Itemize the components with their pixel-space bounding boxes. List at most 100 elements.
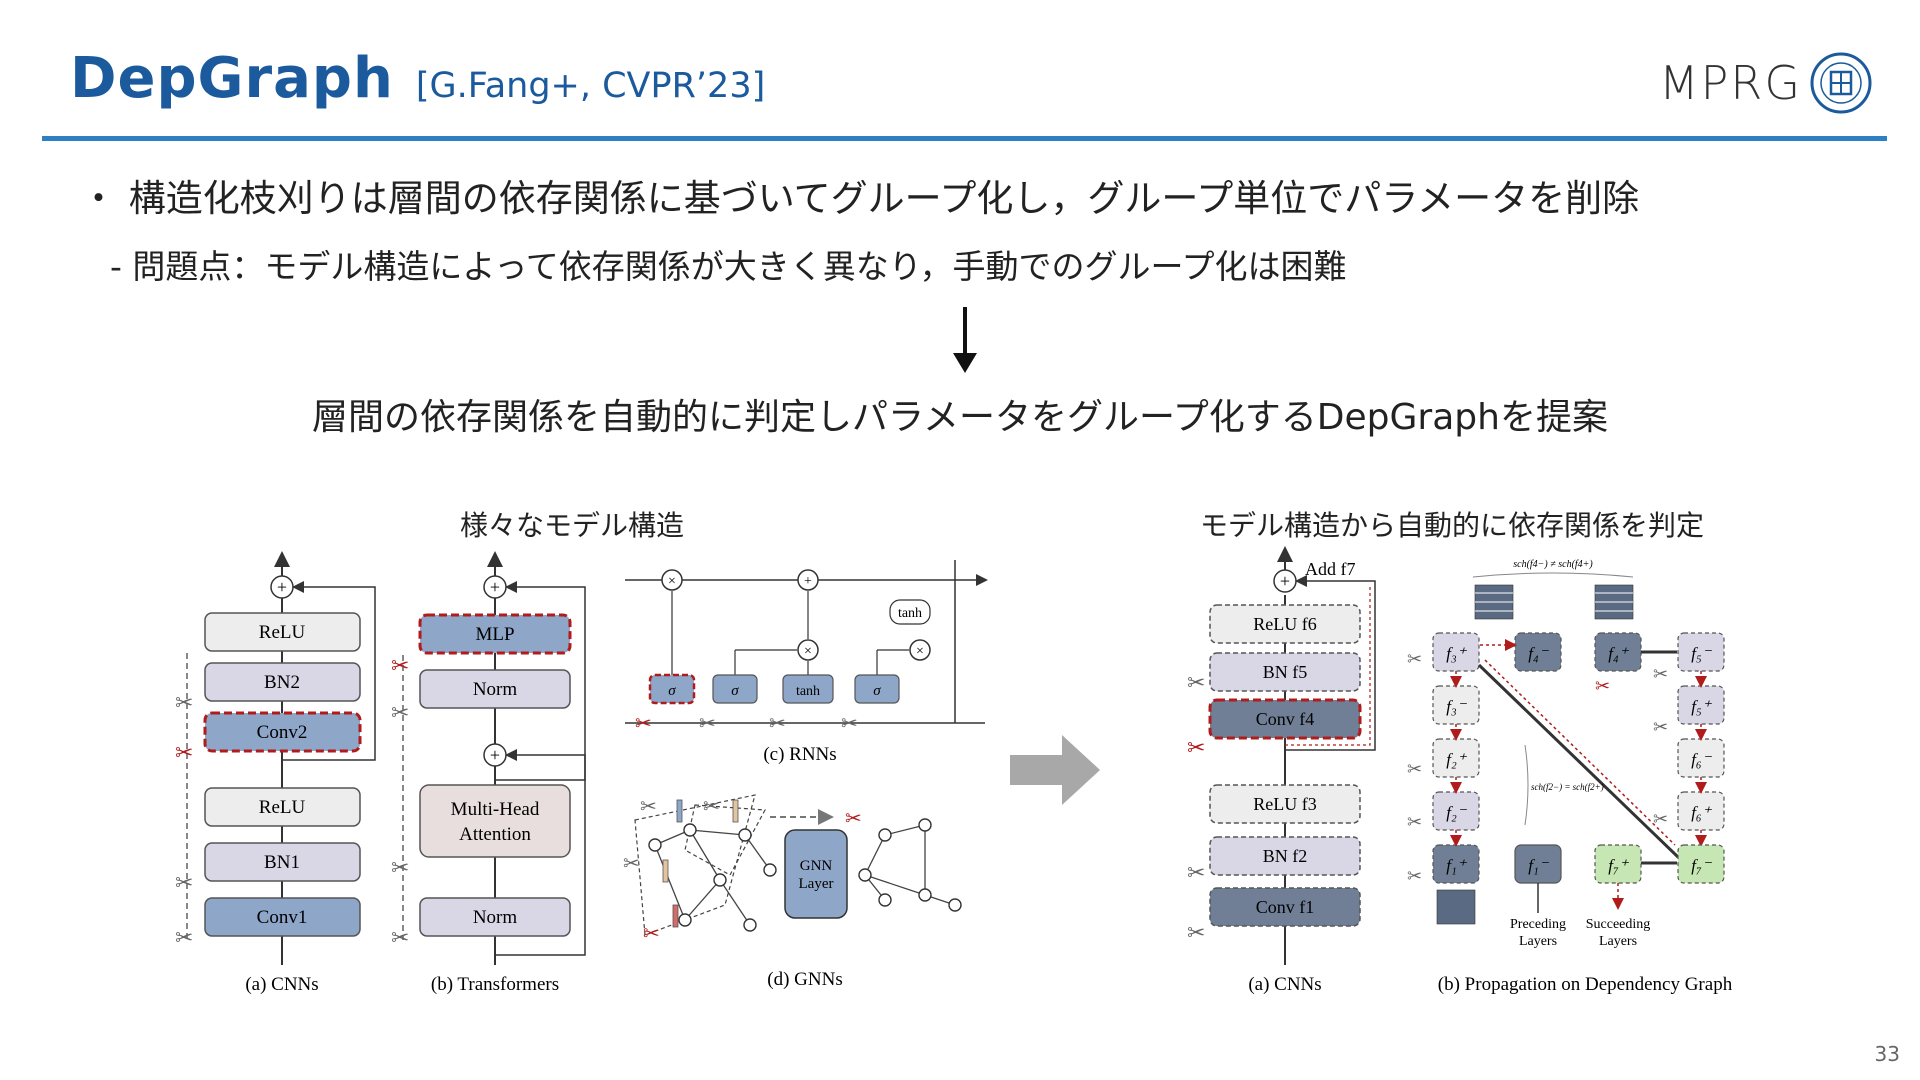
dep-block-label: BN f2 [1263,846,1308,866]
svg-text:f₁⁺: f₁⁺ [1446,856,1468,875]
dep-block-label: BN f5 [1263,662,1308,682]
svg-text:f₂⁺: f₂⁺ [1446,750,1468,769]
dep-bn2-block [1209,836,1361,876]
svg-text:f₆⁺: f₆⁺ [1691,803,1713,822]
transformer-diagram: + + MLP Norm Multi-Head Attention Norm ✂… [391,551,586,995]
transformer-norm1-label: Norm [473,907,518,928]
cnn-relu1-block [204,787,361,827]
mprg-logo: MPRG [1659,52,1872,114]
svg-text:+: + [490,745,500,765]
weight-matrix-icon [1436,889,1476,925]
dep-block-label: Conv f1 [1256,897,1315,917]
graph-node-f2plus: f₂⁺ [1432,738,1480,778]
scissors-icon: ✂ [175,870,193,895]
transformer-norm2-label: Norm [473,679,518,700]
right-figure: + Add f7 ReLU f6 BN f5 Conv f4 ReLU f3 B… [1175,545,1765,1009]
svg-text:f₄⁻: f₄⁻ [1528,644,1550,663]
dep-relu6-block [1209,604,1361,644]
bullet-sub: - 問題点：モデル構造によって依存関係が大きく異なり，手動でのグループ化は困難 [110,247,1347,286]
graph-node-f6minus: f₆⁻ [1677,738,1725,778]
multiply-node-icon [661,569,683,591]
legend-preceding: Preceding [1510,917,1566,932]
cnn-bn2-block [204,662,361,702]
scissors-icon: ✂ [1653,717,1668,737]
page-number: 33 [1874,1042,1900,1066]
svg-text:+: + [804,574,812,589]
right-arrow-icon [1010,735,1100,805]
dep-block-label: Conv f4 [1256,709,1315,729]
rnn-caption: (c) RNNs [763,744,836,765]
scissors-icon: ✂ [845,808,862,830]
multiply-node-icon [909,639,931,661]
rnn-gate-sigma2 [712,674,758,704]
scissors-icon: ✂ [1187,670,1205,695]
multiply-node-icon [797,639,819,661]
graph-node-f1minus: f₁⁻ [1514,844,1562,884]
svg-text:f₇⁻: f₇⁻ [1691,856,1713,875]
dep-relu3-block [1209,784,1361,824]
svg-text:+: + [277,577,287,597]
scissors-icon: ✂ [1407,866,1422,886]
cnn-bn2-label: BN2 [264,672,300,693]
svg-text:×: × [804,644,812,659]
cnn-caption: (a) CNNs [245,974,318,995]
scissors-icon: ✂ [640,796,657,818]
rnn-tanh-label: tanh [898,606,922,621]
slide-title: DepGraph [G.Fang+, CVPR’23] [70,46,765,111]
cnn-bn1-label: BN1 [264,852,300,873]
svg-text:f₆⁻: f₆⁻ [1691,750,1713,769]
transformer-attention-label1: Multi-Head [451,799,540,820]
graph-node-f3minus: f₃⁻ [1432,685,1480,725]
university-seal-icon [1810,52,1872,114]
scissors-icon: ✂ [175,925,193,950]
graph-node-f2minus: f₂⁻ [1432,791,1480,831]
scissors-icon: ✂ [391,855,409,880]
conclusion-text: 層間の依存関係を自動的に判定しパラメータをグループ化するDepGraphを提案 [312,397,1608,438]
scissors-icon: ✂ [391,925,409,950]
dependency-graph: sch(f4−) ≠ sch(f4+) f₃⁺ f₄⁻ f₄⁺ f₅⁻ f₃ [1407,559,1733,995]
svg-text:f₁⁻: f₁⁻ [1528,856,1550,875]
transformer-caption: (b) Transformers [431,974,559,995]
title-main: DepGraph [70,46,394,111]
cnn-conv2-label: Conv2 [257,722,308,743]
sch-mid-label: sch(f2−) = sch(f2+) [1531,782,1604,792]
graph-node-f1plus: f₁⁺ [1432,844,1480,884]
dep-graph-caption: (b) Propagation on Dependency Graph [1438,974,1733,995]
dep-block-label: ReLU f3 [1253,794,1316,814]
rnn-gate-label: σ [731,683,739,699]
down-arrow-icon [953,307,977,373]
rnn-gate-label: σ [873,683,881,699]
scissors-icon: ✂ [623,853,640,875]
svg-text:f₄⁺: f₄⁺ [1608,644,1630,663]
graph-node-f4minus: f₄⁻ [1514,632,1562,672]
svg-text:f₃⁺: f₃⁺ [1446,644,1468,663]
scissors-icon: ✂ [841,713,858,735]
cnn-relu2-block [204,612,361,652]
transformer-attention-label2: Attention [459,824,531,845]
scissors-icon: ✂ [769,713,786,735]
scissors-icon: ✂ [175,740,193,765]
svg-text:×: × [916,644,924,659]
title-citation: [G.Fang+, CVPR’23] [415,66,766,106]
cnn-conv1-label: Conv1 [257,907,308,928]
graph-node-f3plus: f₃⁺ [1432,632,1480,672]
svg-text:f₅⁻: f₅⁻ [1691,644,1713,663]
gnn-layer-block [784,829,848,919]
legend-succeeding: Succeeding [1586,917,1651,932]
gnn-caption: (d) GNNs [767,969,842,990]
scissors-icon: ✂ [391,653,409,678]
rnn-gate-sigma3 [854,674,900,704]
transformer-attention-block [419,784,571,858]
dep-cnn-caption: (a) CNNs [1248,974,1321,995]
graph-node-f7minus: f₇⁻ [1677,844,1725,884]
bullet-main: ・ 構造化枝刈りは層間の依存関係に基づいてグループ化し，グループ単位でパラメータ… [80,177,1640,220]
svg-text:×: × [668,574,676,589]
scissors-icon: ✂ [1187,860,1205,885]
cnn-conv1-block [204,897,361,937]
transformer-norm1-block [419,897,571,937]
rnn-gate-sigma1 [648,673,696,705]
add-node-icon [797,569,819,591]
graph-node-f6plus: f₆⁺ [1677,791,1725,831]
scissors-icon: ✂ [1653,664,1668,684]
title-divider [42,136,1887,141]
